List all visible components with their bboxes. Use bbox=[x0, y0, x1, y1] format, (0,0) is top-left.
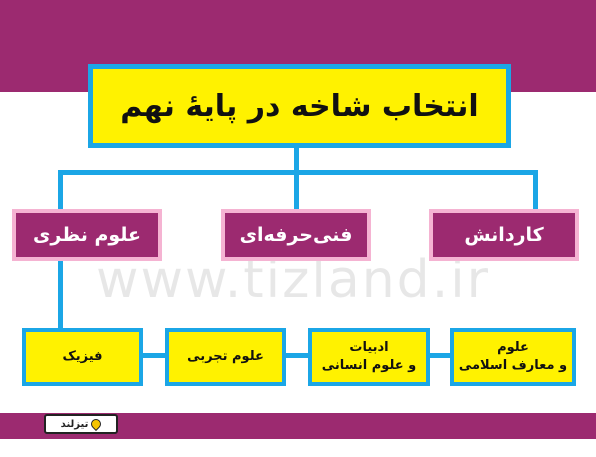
connector-fields-link-1 bbox=[143, 353, 165, 358]
tizland-logo: تیزلند bbox=[44, 414, 118, 434]
field-line: ادبیات bbox=[349, 340, 389, 355]
field-line: علوم تجربی bbox=[187, 349, 264, 364]
branch-label: کاردانش bbox=[464, 224, 544, 246]
field-line: و علوم انسانی bbox=[321, 358, 417, 373]
field-line: و معارف اسلامی bbox=[458, 358, 568, 373]
branch-olum-nazari: علوم نظری bbox=[12, 209, 162, 261]
connector-left-branch-stem bbox=[58, 261, 63, 328]
connector-title-stem bbox=[294, 148, 299, 170]
connector-fields-link-3 bbox=[430, 353, 450, 358]
connector-branch-left bbox=[58, 170, 63, 209]
title-box: انتخاب شاخه در پایهٔ نهم bbox=[88, 64, 511, 148]
field-line: فیزیک bbox=[62, 349, 103, 364]
connector-branch-right bbox=[533, 170, 538, 209]
logo-text: تیزلند bbox=[60, 418, 89, 430]
field-adabiat-ensani: ادبیات و علوم انسانی bbox=[308, 328, 430, 386]
branch-kardanesh: کاردانش bbox=[429, 209, 579, 261]
branch-fani-herfei: فنی‌حرفه‌ای bbox=[221, 209, 371, 261]
location-pin-icon bbox=[89, 416, 104, 432]
branch-label: علوم نظری bbox=[32, 224, 142, 246]
connector-fields-link-2 bbox=[286, 353, 308, 358]
field-fizik: فیزیک bbox=[22, 328, 143, 386]
title-text: انتخاب شاخه در پایهٔ نهم bbox=[120, 88, 479, 124]
connector-branch-middle bbox=[294, 170, 299, 209]
field-olum-maaref: علوم و معارف اسلامی bbox=[450, 328, 576, 386]
branch-label: فنی‌حرفه‌ای bbox=[239, 224, 353, 246]
field-line: علوم bbox=[497, 340, 529, 355]
field-olum-tajrobi: علوم تجربی bbox=[165, 328, 286, 386]
